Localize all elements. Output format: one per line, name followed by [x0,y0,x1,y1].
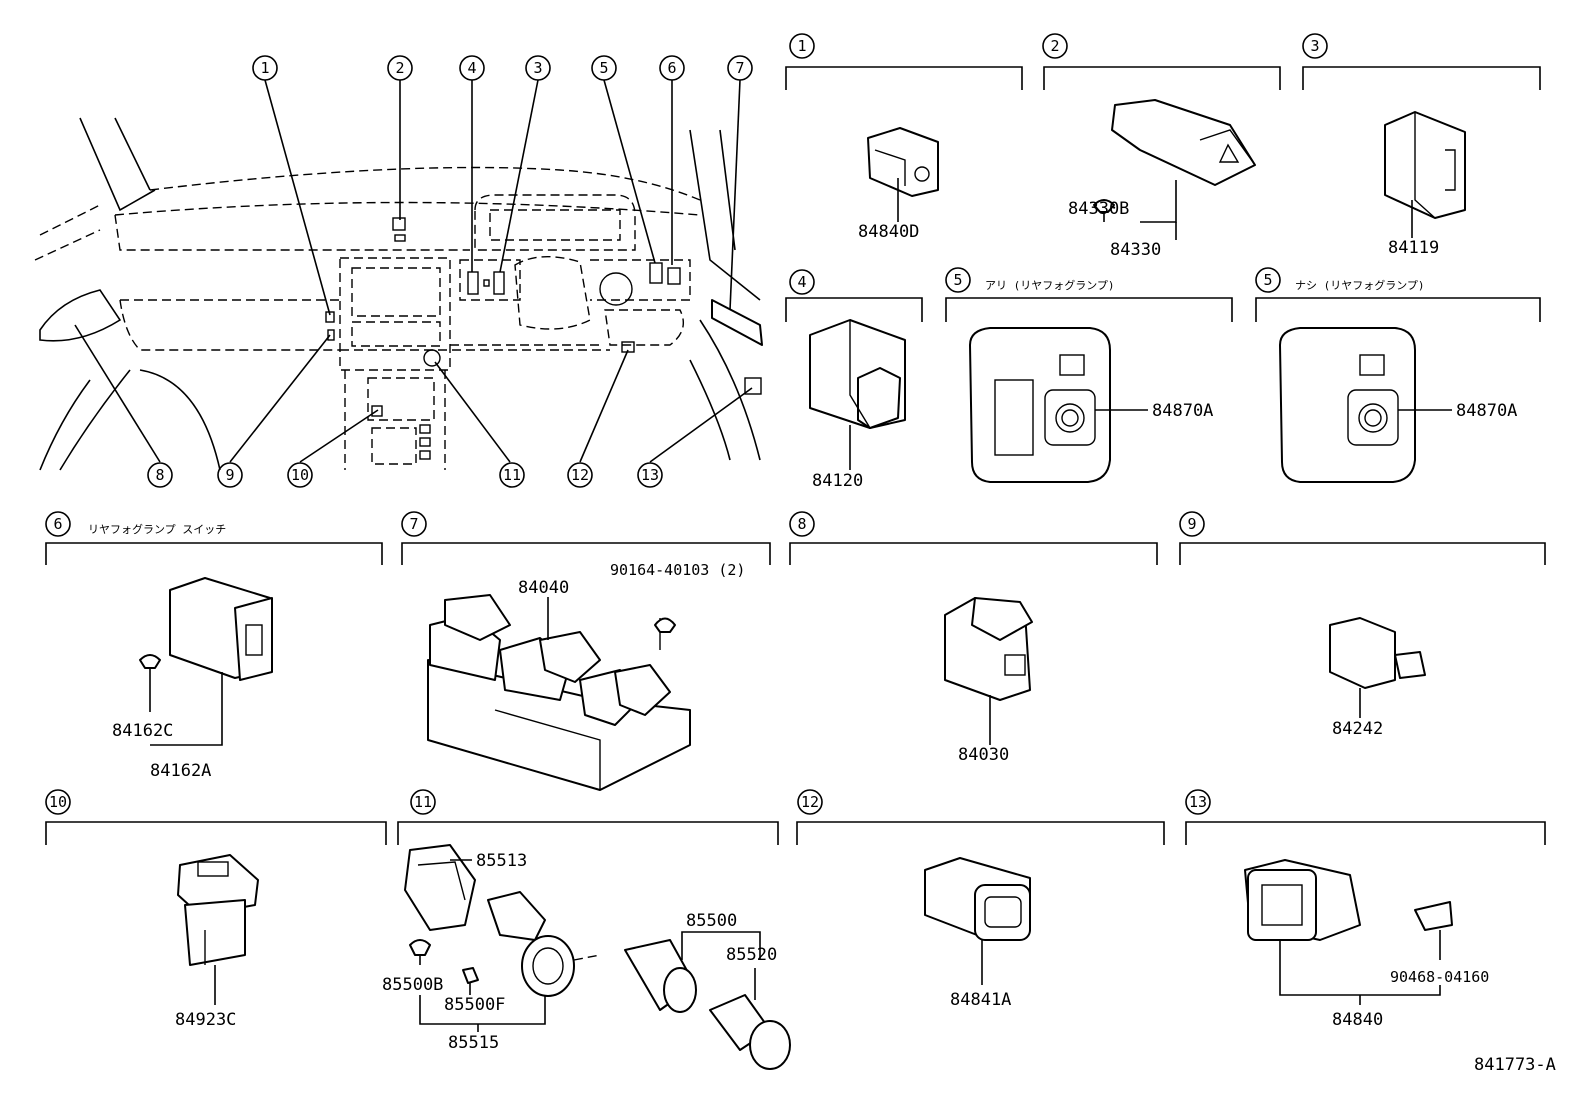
part-label: 84841A [950,990,1011,1010]
svg-text:3: 3 [533,59,542,77]
svg-text:12: 12 [571,466,589,484]
callout-5: 5 [591,55,617,81]
svg-text:5: 5 [953,271,962,289]
svg-text:9: 9 [225,466,234,484]
svg-text:1: 1 [260,59,269,77]
svg-text:2: 2 [1050,37,1059,55]
part-label: 90468-04160 [1390,968,1489,986]
part-label: 84162C [112,721,173,741]
part-label: 85513 [476,851,527,871]
svg-text:10: 10 [291,466,309,484]
section-5a: 5 アリ (リヤフォグランプ) 84870A [945,267,1233,483]
callout-8: 8 [147,462,173,488]
callout-9: 9 [217,462,243,488]
part-label: 84030 [958,745,1009,765]
section-1: 1 84840D [785,33,1023,242]
svg-text:13: 13 [1189,793,1207,811]
svg-text:13: 13 [641,466,659,484]
svg-text:6: 6 [53,515,62,533]
callout-4: 4 [459,55,485,81]
callout-1: 1 [252,55,278,81]
part-label: 85500F [444,995,505,1015]
part-label: 84120 [812,471,863,491]
svg-text:1: 1 [797,37,806,55]
part-label: 84840 [1332,1010,1383,1030]
svg-text:3: 3 [1310,37,1319,55]
section-9: 9 84242 [1179,511,1546,739]
section-12: 12 84841A [796,789,1165,1010]
section-8: 8 84030 [789,511,1158,765]
section-6: 6 リヤフォグランプ スイッチ 84162C 84162A [45,511,383,781]
section-2: 2 84330B 84330 [1042,33,1281,260]
svg-text:7: 7 [409,515,418,533]
part-label: 84119 [1388,238,1439,258]
part-label: 84242 [1332,719,1383,739]
section-13: 13 90468-04160 84840 [1185,789,1546,1030]
part-label: 84162A [150,761,211,781]
callout-10: 10 [287,462,313,488]
svg-text:12: 12 [801,793,819,811]
svg-text:5: 5 [599,59,608,77]
svg-text:4: 4 [467,59,476,77]
callout-12: 12 [567,462,593,488]
part-label: 84330 [1110,240,1161,260]
part-label: 85500B [382,975,443,995]
section-3: 3 84119 [1302,33,1541,258]
svg-text:9: 9 [1187,515,1196,533]
dashboard-overview [34,79,763,471]
callout-11: 11 [499,462,525,488]
part-label: 84923C [175,1010,236,1030]
part-label: 90164-40103 (2) [610,561,745,579]
section-11: 11 85513 85500 85520 85500B 85500F 85515 [382,789,791,1070]
svg-text:8: 8 [155,466,164,484]
svg-text:ナシ (リヤフォグランプ): ナシ (リヤフォグランプ) [1295,278,1425,292]
svg-text:7: 7 [735,59,744,77]
callout-6: 6 [659,55,685,81]
svg-text:10: 10 [49,793,67,811]
callout-2: 2 [387,55,413,81]
part-label: 84330B [1068,199,1129,219]
svg-text:4: 4 [797,273,806,291]
svg-text:11: 11 [503,466,521,484]
svg-text:2: 2 [395,59,404,77]
callout-13: 13 [637,462,663,488]
section-7: 7 84040 90164-40103 (2) [401,511,771,791]
section-10: 10 84923C [45,789,387,1030]
svg-text:11: 11 [414,793,432,811]
svg-text:リヤフォグランプ スイッチ: リヤフォグランプ スイッチ [88,522,226,536]
part-label: 84870A [1152,401,1213,421]
section-5b: 5 ナシ (リヤフォグランプ) 84870A [1255,267,1541,483]
section-4: 4 84120 [785,269,923,491]
svg-text:6: 6 [667,59,676,77]
part-label: 84040 [518,578,569,598]
callout-3: 3 [525,55,551,81]
callout-7: 7 [727,55,753,81]
svg-text:5: 5 [1263,271,1272,289]
part-label: 85520 [726,945,777,965]
part-label: 84870A [1456,401,1517,421]
svg-text:8: 8 [797,515,806,533]
part-label: 85500 [686,911,737,931]
part-label: 85515 [448,1033,499,1053]
part-label: 84840D [858,222,919,242]
svg-text:アリ (リヤフォグランプ): アリ (リヤフォグランプ) [985,278,1115,292]
diagram-id: 841773-A [1474,1055,1556,1075]
